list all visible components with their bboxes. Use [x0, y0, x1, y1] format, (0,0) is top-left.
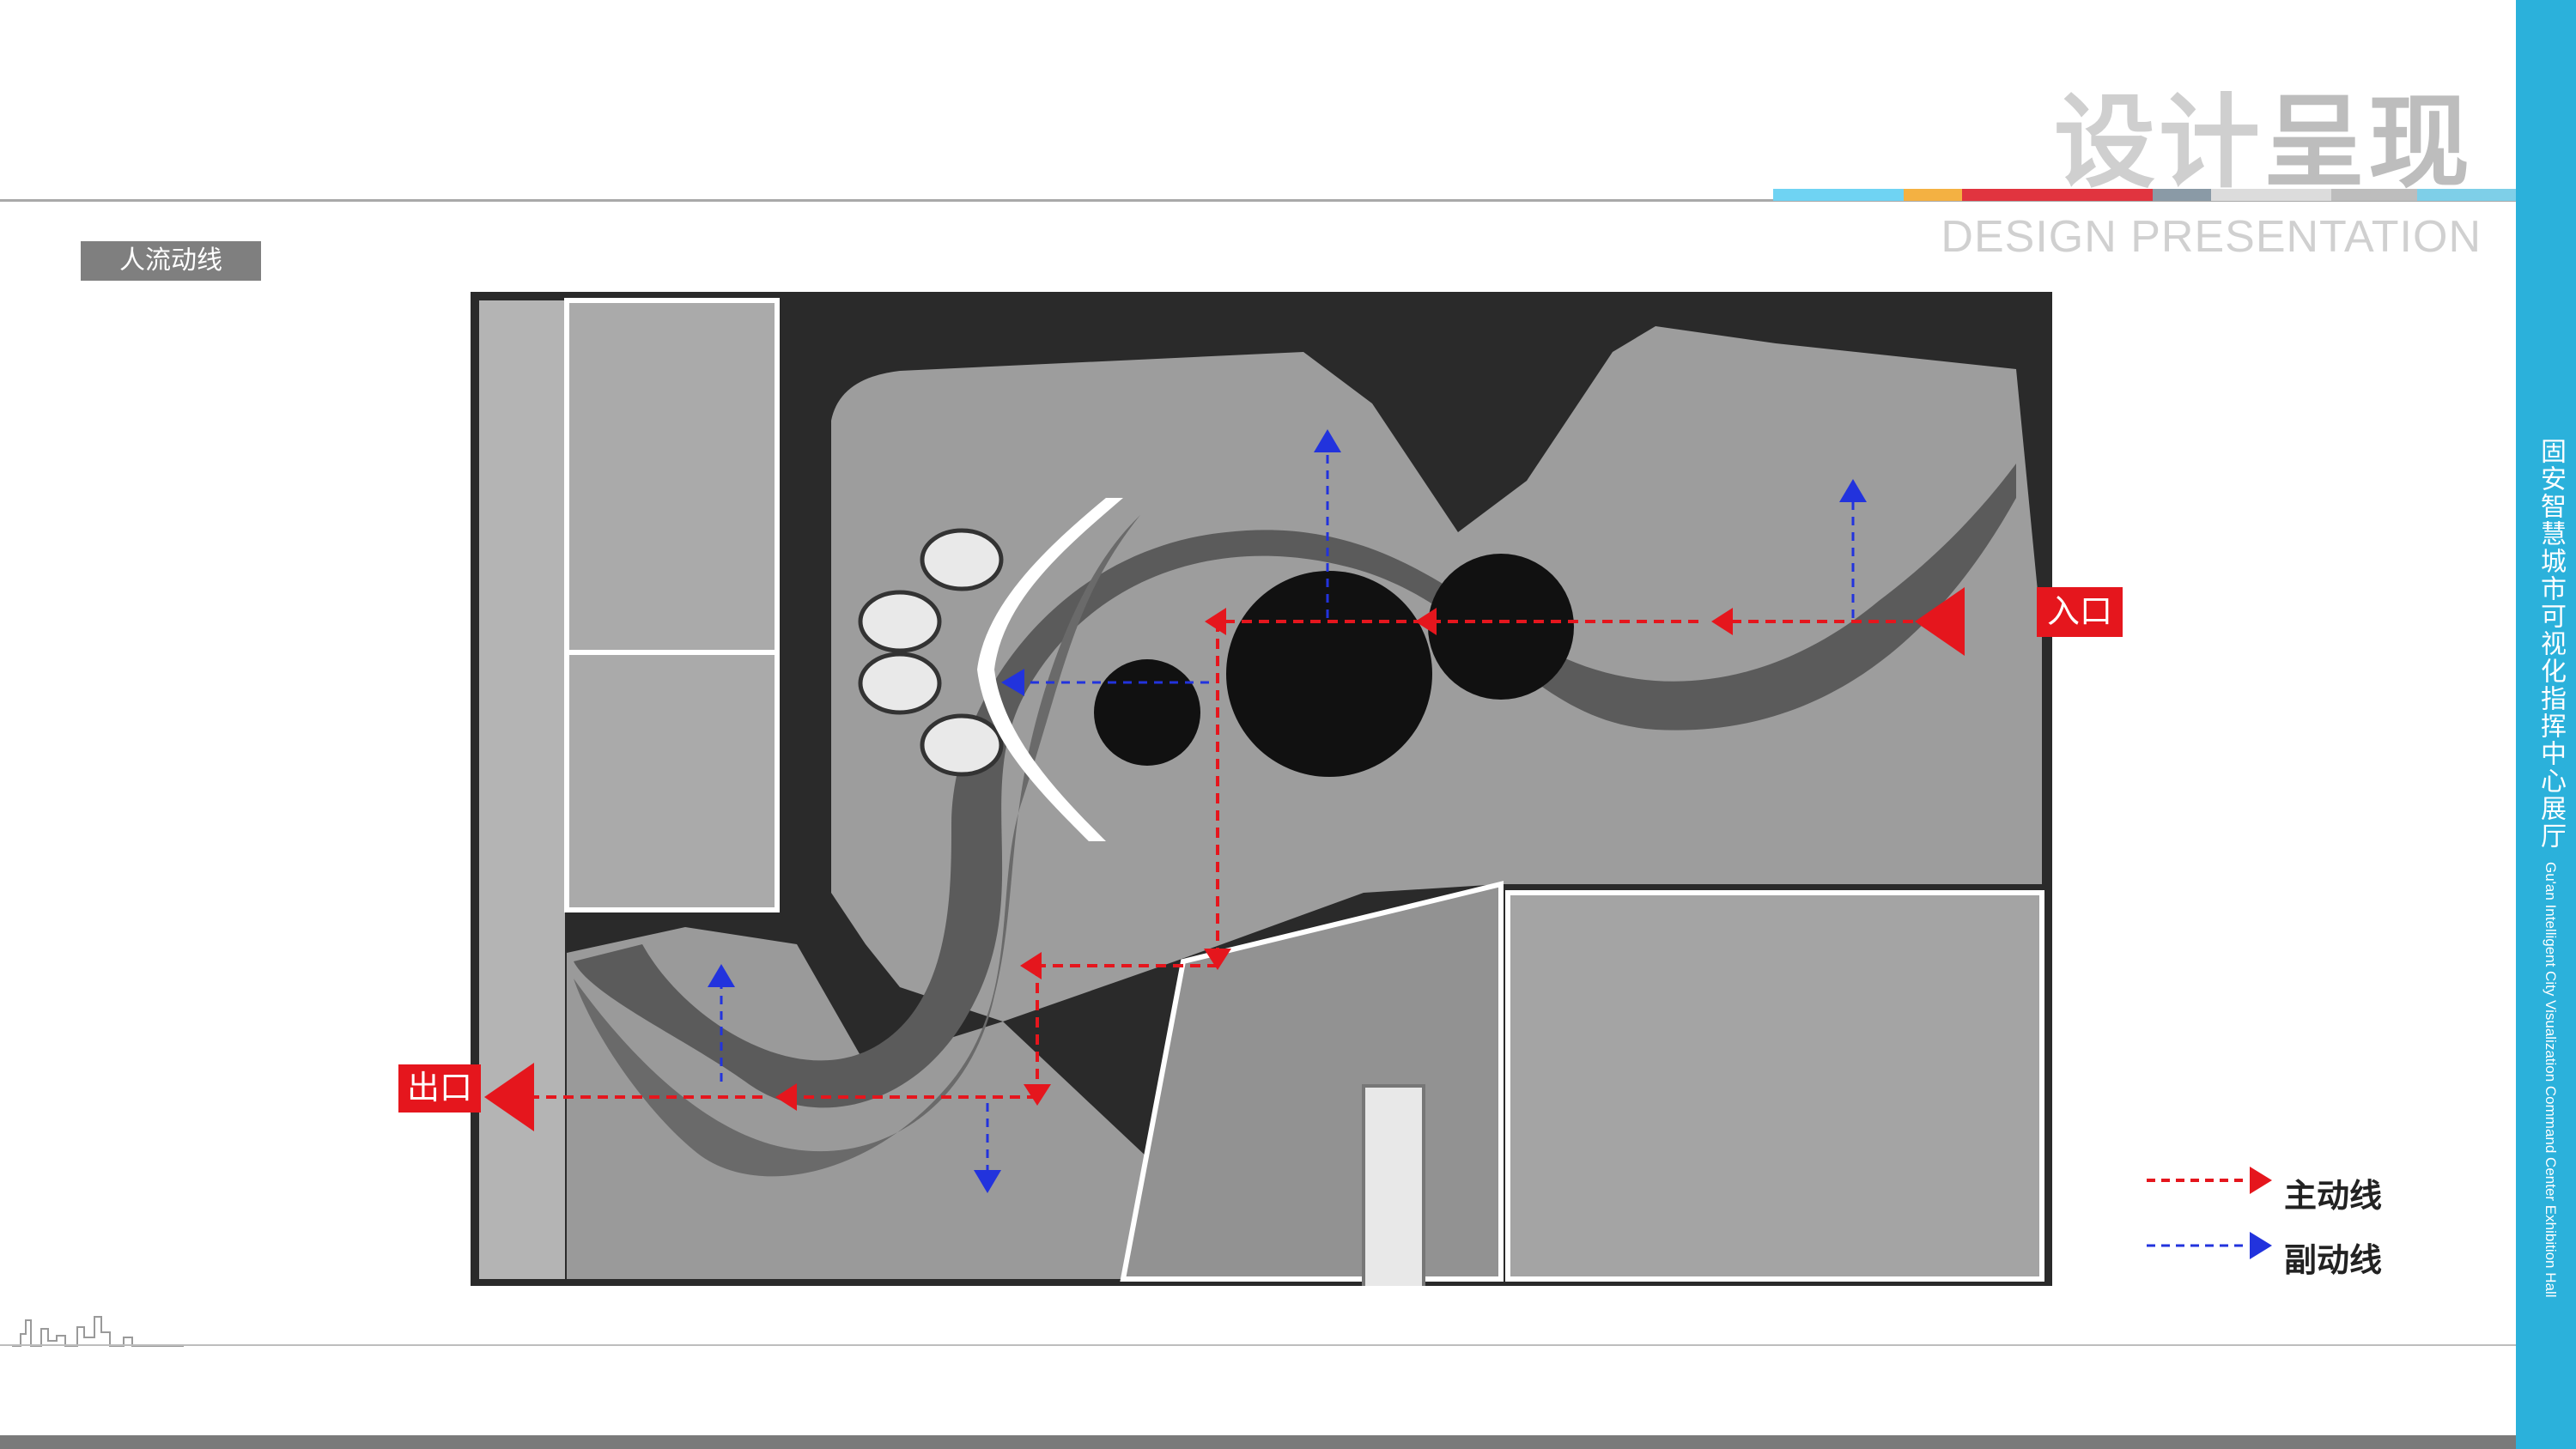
pod-right	[1428, 554, 1574, 700]
room-mid-left	[564, 650, 780, 912]
secondary-route	[720, 446, 1855, 1176]
color-strip-orange	[1904, 189, 1962, 201]
main-route	[522, 620, 1913, 1099]
side-title-cn: 固安智慧城市可视化指挥中心展厅	[2537, 438, 2565, 850]
ribbon-wall-main	[574, 464, 2016, 1108]
entry-label: 入口	[2037, 587, 2123, 637]
page-title: 设计呈现	[2054, 60, 2473, 207]
side-title: 固安智慧城市可视化指挥中心展厅 Gu'an Intelligent City V…	[2523, 438, 2569, 1298]
footer-divider	[0, 1344, 2516, 1346]
pod-center	[1226, 571, 1432, 777]
color-strip-grey	[2331, 189, 2417, 201]
left-corridor	[479, 300, 565, 1279]
seat	[920, 713, 1004, 777]
color-strip-slate	[2153, 189, 2211, 201]
city-skyline-icon	[12, 1316, 184, 1347]
room-right	[1505, 890, 2044, 1282]
curved-screen	[977, 498, 1123, 841]
seat	[858, 652, 942, 715]
legend-main-line	[2147, 1167, 2272, 1194]
title-part-2: 呈现	[2263, 83, 2473, 202]
side-title-en: Gu'an Intelligent City Visualization Com…	[2543, 862, 2559, 1298]
color-strip-cyan	[1773, 189, 1904, 201]
legend-secondary-line	[2147, 1232, 2272, 1259]
main-route-arrows	[484, 587, 1965, 1131]
page-subtitle: DESIGN PRESENTATION	[1941, 212, 2482, 262]
pod-left	[1094, 659, 1200, 766]
color-strip-light-grey	[2211, 189, 2331, 201]
color-strip-light-blue	[2417, 189, 2516, 201]
header-divider	[0, 199, 2516, 202]
legend-secondary-label: 副动线	[2284, 1243, 2383, 1279]
section-label: 人流动线	[81, 241, 261, 281]
side-title-band: 固安智慧城市可视化指挥中心展厅 Gu'an Intelligent City V…	[2516, 0, 2576, 1449]
exit-label: 出口	[398, 1064, 481, 1113]
seat	[920, 528, 1004, 591]
room-top-left	[564, 298, 780, 655]
seat	[858, 590, 942, 653]
footer-bar	[0, 1435, 2516, 1449]
color-strip-red	[1962, 189, 2153, 201]
secondary-route-arrows	[708, 429, 1867, 1193]
floor-plan	[471, 292, 2052, 1286]
exhibition-floor	[831, 326, 2042, 1022]
title-part-1: 设计	[2053, 83, 2263, 202]
meeting-table	[1362, 1084, 1425, 1286]
legend-main-label: 主动线	[2284, 1179, 2383, 1215]
